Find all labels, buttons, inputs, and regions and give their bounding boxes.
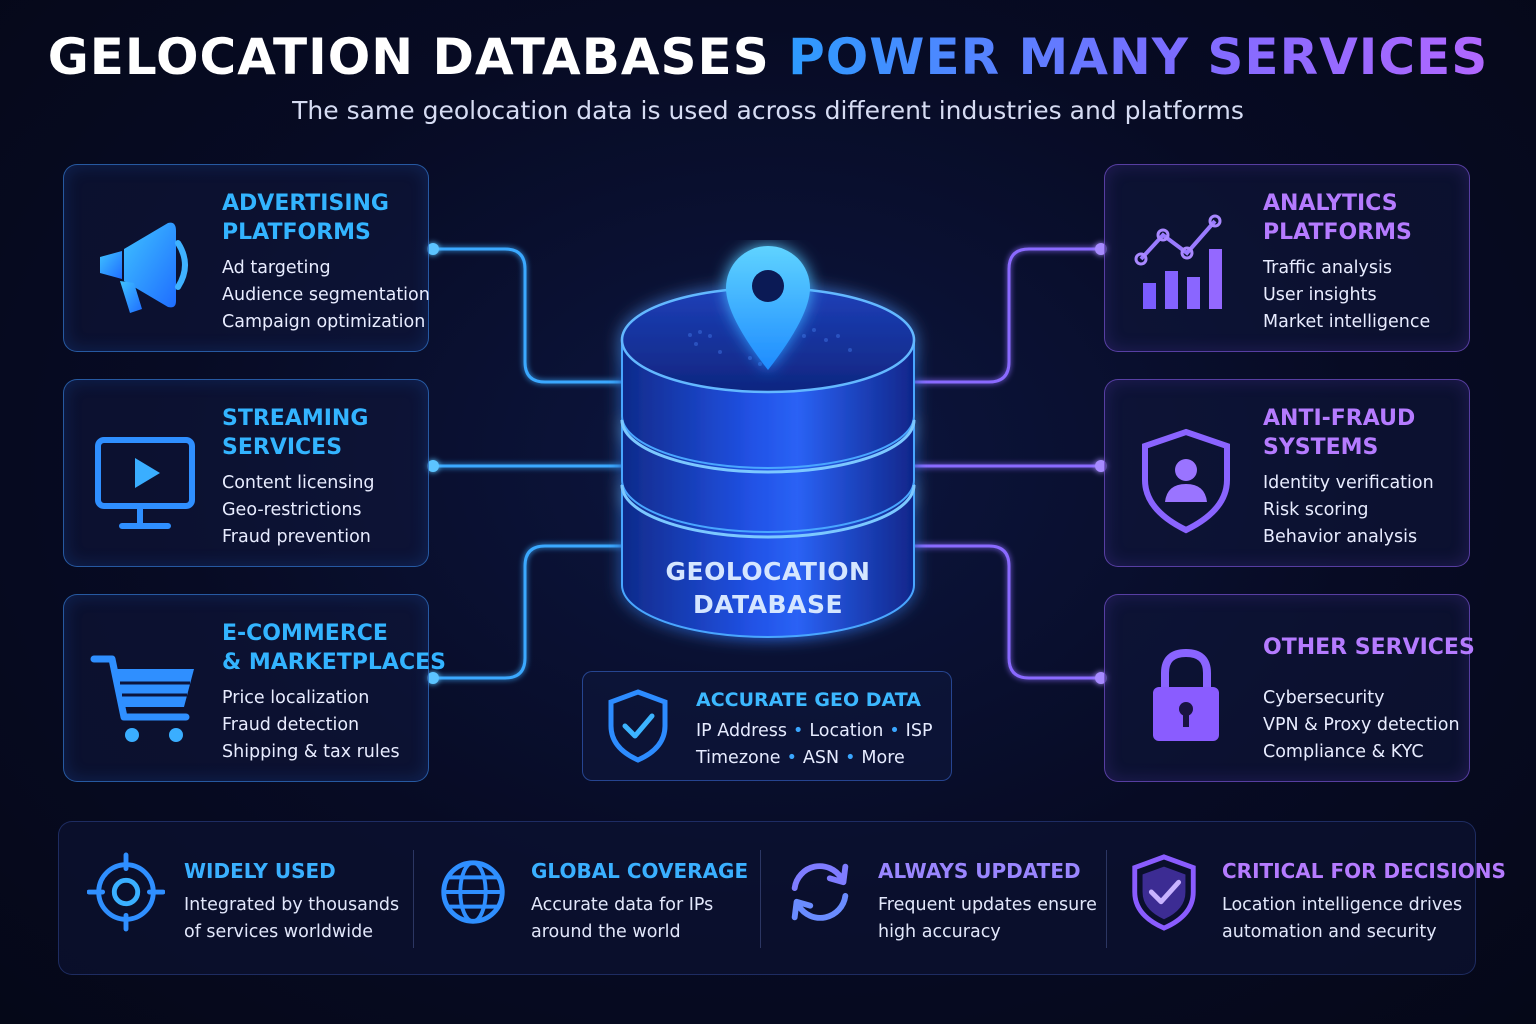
card-items: Traffic analysis User insights Market in… [1263,255,1430,336]
list-item: Geo-restrictions [222,500,362,520]
list-item: Fraud prevention [222,527,371,547]
feature-always-updated: ALWAYS UPDATED Frequent updates ensure h… [753,822,1107,976]
bar-chart-icon [1134,214,1222,309]
shield-check-icon [1132,854,1196,931]
geolocation-database: GEOLOCATION DATABASE [600,240,936,660]
shopping-cart-icon [90,655,194,742]
feature-global-coverage: GLOBAL COVERAGE Accurate data for IPs ar… [406,822,760,976]
feature-desc: Location intelligence drives automation … [1222,895,1463,942]
accurate-geo-data-panel: ACCURATE GEO DATA IP Address•Location•IS… [582,671,952,781]
card-items: Ad targeting Audience segmentation Campa… [222,255,430,336]
list-item: Campaign optimization [222,312,426,332]
connector-ecommerce [433,544,625,680]
divider [760,850,761,948]
card-items: Cybersecurity VPN & Proxy detection Comp… [1263,685,1460,766]
database-cylinder-icon [620,246,916,638]
monitor-play-icon [95,437,195,529]
geo-data-row-1: IP Address•Location•ISP [696,721,933,741]
page-title: GELOCATION DATABASES POWER MANY SERVICES [0,28,1536,86]
megaphone-icon [100,222,188,313]
card-anti-fraud-systems: ANTI-FRAUD SYSTEMS Identity verification… [1104,379,1470,567]
card-advertising-platforms: ADVERTISING PLATFORMS Ad targeting Audie… [63,164,430,352]
connector-advertising [433,247,625,384]
card-analytics-platforms: ANALYTICS PLATFORMS Traffic analysis Use… [1104,164,1470,352]
feature-title: CRITICAL FOR DECISIONS [1222,859,1506,883]
geo-data-title: ACCURATE GEO DATA [696,689,921,711]
list-item: User insights [1263,285,1377,305]
divider [1106,850,1107,948]
list-item: Traffic analysis [1263,258,1392,278]
list-item: Risk scoring [1263,500,1369,520]
card-items: Content licensing Geo-restrictions Fraud… [222,470,375,551]
feature-critical-for-decisions: CRITICAL FOR DECISIONS Location intellig… [1097,822,1506,976]
list-item: Market intelligence [1263,312,1431,332]
globe-icon [441,860,505,924]
target-icon [87,852,165,932]
feature-widely-used: WIDELY USED Integrated by thousands of s… [59,822,413,976]
feature-title: ALWAYS UPDATED [878,859,1081,883]
padlock-icon [1153,648,1219,741]
card-title: ANTI-FRAUD SYSTEMS [1263,406,1416,460]
divider [413,850,414,948]
card-title: STREAMING SERVICES [222,406,369,460]
feature-title: GLOBAL COVERAGE [531,859,749,883]
list-item: Cybersecurity [1263,688,1385,708]
database-label: GEOLOCATION DATABASE [665,557,871,619]
card-title: OTHER SERVICES [1263,635,1475,660]
card-items: Price localization Fraud detection Shipp… [222,685,400,766]
card-other-services: OTHER SERVICES Cybersecurity VPN & Proxy… [1104,594,1475,782]
feature-desc: Accurate data for IPs around the world [531,895,714,942]
list-item: Behavior analysis [1263,527,1418,547]
connector-other [912,544,1101,680]
connector-analytics [912,247,1101,384]
card-items: Identity verification Risk scoring Behav… [1263,470,1434,551]
geo-data-row-2: Timezone•ASN•More [696,748,905,768]
title-part-1: GELOCATION DATABASES [47,28,770,86]
card-title: ADVERTISING PLATFORMS [222,191,389,245]
feature-desc: Integrated by thousands of services worl… [184,895,400,942]
list-item: Shipping & tax rules [222,742,400,762]
list-item: Identity verification [1263,473,1434,493]
list-item: VPN & Proxy detection [1263,715,1460,735]
card-streaming-services: STREAMING SERVICES Content licensing Geo… [63,379,429,567]
list-item: Compliance & KYC [1263,742,1424,762]
feature-title: WIDELY USED [184,859,336,883]
list-item: Content licensing [222,473,375,493]
card-title: E-COMMERCE & MARKETPLACES [222,621,446,675]
shield-user-icon [1142,428,1230,534]
list-item: Price localization [222,688,370,708]
features-strip: WIDELY USED Integrated by thousands of s… [58,821,1506,976]
shield-check-icon [608,689,668,763]
card-title: ANALYTICS PLATFORMS [1263,191,1412,245]
page-subtitle: The same geolocation data is used across… [292,96,1244,125]
list-item: Fraud detection [222,715,360,735]
card-ecommerce-marketplaces: E-COMMERCE & MARKETPLACES Price localiza… [63,594,446,782]
list-item: Audience segmentation [222,285,430,305]
title-part-2: POWER MANY SERVICES [788,28,1489,86]
list-item: Ad targeting [222,258,331,278]
feature-desc: Frequent updates ensure high accuracy [878,895,1097,942]
location-pin-icon [726,246,810,370]
refresh-icon [791,863,849,921]
